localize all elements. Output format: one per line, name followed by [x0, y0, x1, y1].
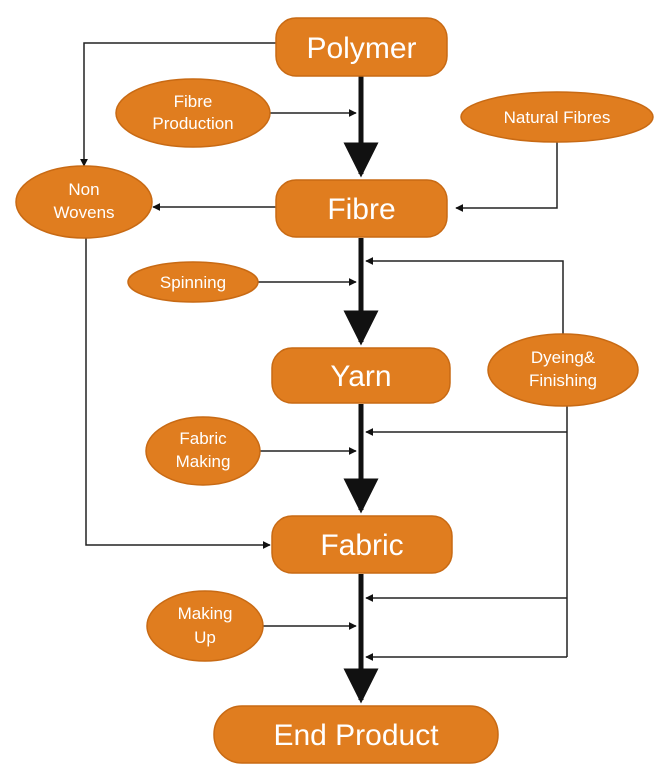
node-dyeing-finishing-label-line1: Dyeing& — [531, 348, 596, 367]
node-fibre: Fibre — [275, 179, 448, 238]
arrow-polymer-to-non-wovens — [80, 42, 276, 167]
connectors — [80, 42, 568, 704]
node-natural-fibres-label: Natural Fibres — [504, 108, 611, 127]
node-yarn-label: Yarn — [330, 360, 391, 393]
node-polymer: Polymer — [275, 17, 448, 77]
arrow-natural-fibres-to-fibre — [455, 132, 558, 212]
node-yarn: Yarn — [271, 347, 451, 404]
node-fabric-making-label-line2: Making — [176, 452, 231, 471]
node-polymer-label: Polymer — [306, 32, 416, 65]
arrow-non-wovens-to-fabric — [85, 232, 271, 549]
node-end-product: End Product — [213, 705, 499, 764]
node-making-up-label-line1: Making — [178, 604, 233, 623]
arrow-dyeing-to-fibre-yarn-segment — [365, 257, 564, 344]
node-natural-fibres: Natural Fibres — [460, 91, 654, 143]
node-fabric: Fabric — [271, 515, 453, 574]
node-fabric-making: Fabric Making — [145, 416, 261, 486]
node-dyeing-finishing: Dyeing& Finishing — [487, 333, 639, 407]
node-fabric-label: Fabric — [320, 529, 403, 562]
node-spinning: Spinning — [127, 261, 259, 303]
node-non-wovens: Non Wovens — [15, 165, 153, 239]
node-non-wovens-label-line1: Non — [68, 180, 99, 199]
node-fibre-production-label-line1: Fibre — [174, 92, 213, 111]
node-making-up: Making Up — [146, 590, 264, 662]
node-end-product-label: End Product — [273, 719, 439, 752]
node-dyeing-finishing-label-line2: Finishing — [529, 371, 597, 390]
node-non-wovens-label-line2: Wovens — [53, 203, 114, 222]
node-fabric-making-label-line1: Fabric — [179, 429, 227, 448]
node-spinning-label: Spinning — [160, 273, 226, 292]
node-fibre-production-label-line2: Production — [152, 114, 233, 133]
node-making-up-label-line2: Up — [194, 628, 216, 647]
node-fibre-production: Fibre Production — [115, 78, 271, 148]
node-fibre-label: Fibre — [327, 193, 395, 226]
